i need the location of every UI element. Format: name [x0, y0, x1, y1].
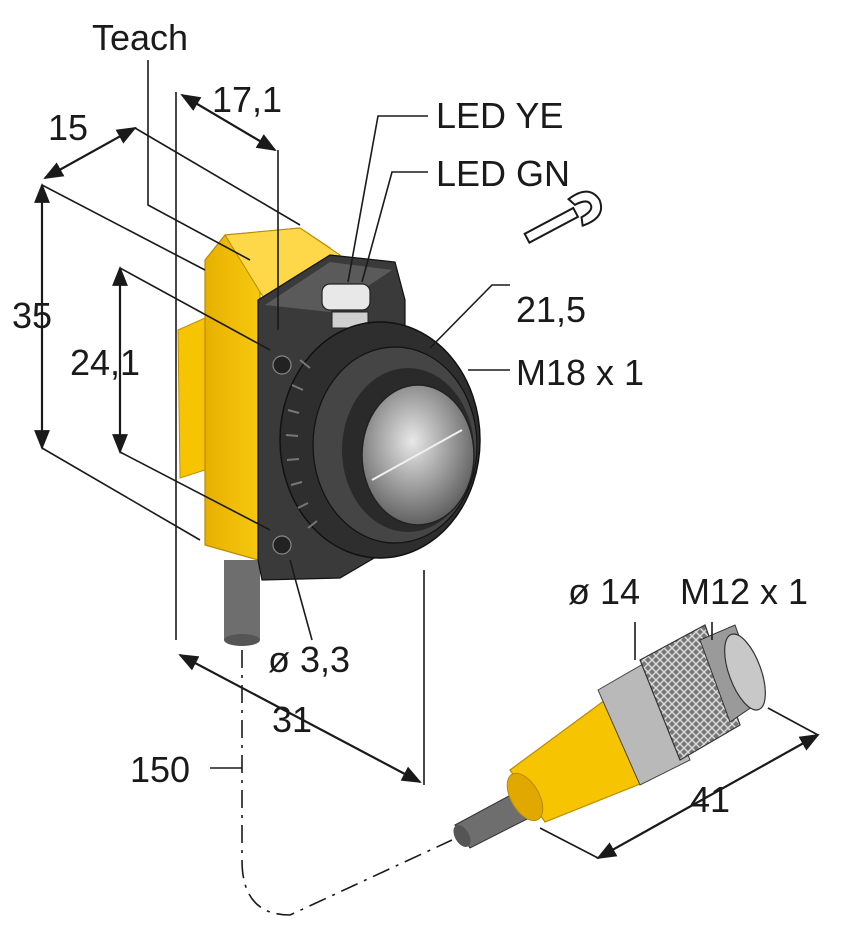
label-dim-21-5: 21,5 [516, 289, 586, 330]
mount-hole-top [272, 355, 292, 375]
label-dim-15: 15 [48, 107, 88, 148]
label-teach: Teach [92, 17, 188, 58]
label-dim-d3-3: ø 3,3 [268, 639, 350, 680]
label-thread-m12: M12 x 1 [680, 571, 808, 612]
label-led-ye: LED YE [436, 95, 563, 136]
label-led-gn: LED GN [436, 153, 570, 194]
sensor-cable [224, 560, 260, 640]
label-thread-m18: M18 x 1 [516, 352, 644, 393]
dimension-lines [34, 60, 820, 916]
label-dim-24-1: 24,1 [70, 342, 140, 383]
label-dim-150: 150 [130, 749, 190, 790]
label-dim-17-1: 17,1 [212, 79, 282, 120]
label-dim-35: 35 [12, 295, 52, 336]
sensor-body [177, 227, 481, 646]
led-window [321, 283, 371, 311]
label-dim-31: 31 [272, 699, 312, 740]
wrench-icon [523, 190, 603, 245]
label-dim-d14: ø 14 [568, 571, 640, 612]
mount-hole-bottom [272, 535, 292, 555]
label-dim-41: 41 [690, 779, 730, 820]
